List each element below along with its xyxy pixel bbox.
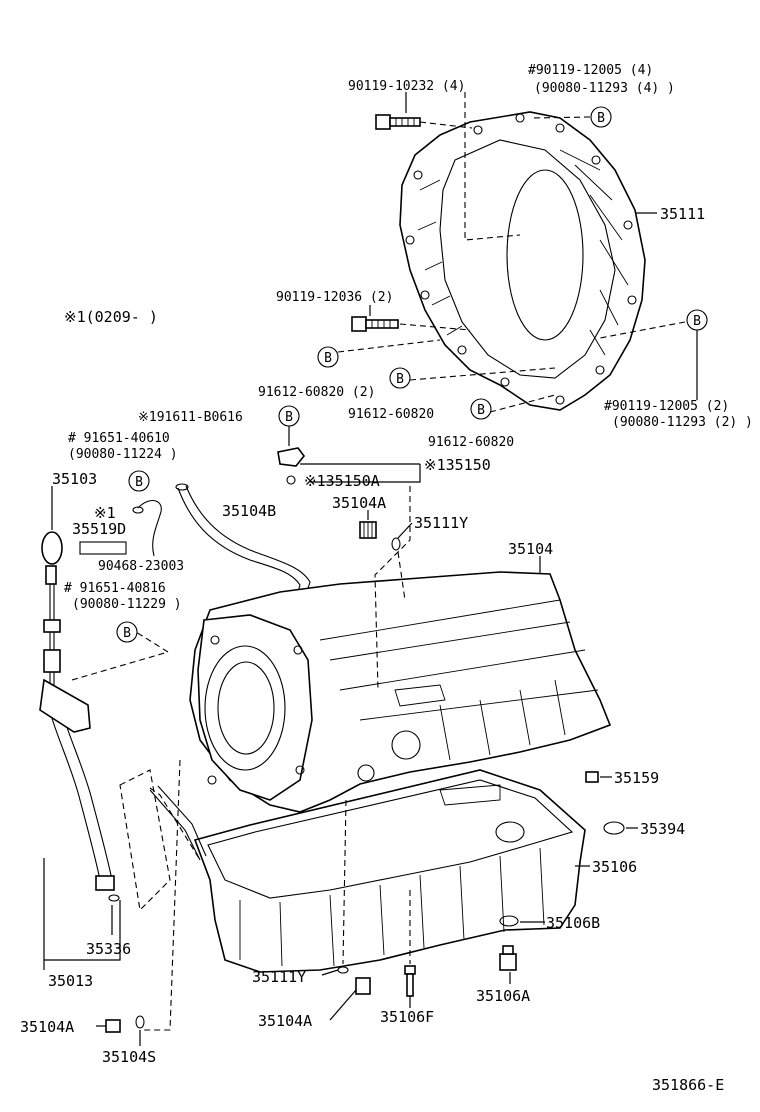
ref-circle-b-icon: B xyxy=(317,346,339,368)
part-label: (90080-11224 ) xyxy=(68,447,178,462)
part-label: ※135150 xyxy=(424,456,491,474)
transmission-case-drawing xyxy=(189,571,612,813)
ref-circle-b-icon: B xyxy=(389,367,411,389)
sensor-icon xyxy=(277,447,306,485)
label-plate xyxy=(79,541,127,555)
part-label: 91612-60820 xyxy=(348,407,434,422)
part-label: # 91651-40816 xyxy=(64,581,166,596)
part-label: 35111 xyxy=(660,205,705,223)
part-label: (90080-11293 (4) ) xyxy=(534,81,675,96)
part-label: 35336 xyxy=(86,940,131,958)
part-label: (90080-11293 (2) ) xyxy=(612,415,753,430)
diagram-code: 351866-E xyxy=(652,1076,724,1094)
part-label: 35106B xyxy=(546,914,600,932)
o-ring-icon xyxy=(135,1015,145,1029)
part-label: ※135150A xyxy=(304,472,380,490)
part-label: 91612-60820 (2) xyxy=(258,385,375,400)
ref-circle-b-icon: B xyxy=(470,398,492,420)
part-label: 35106F xyxy=(380,1008,434,1026)
part-label: 35106A xyxy=(476,987,530,1005)
part-label: (90080-11229 ) xyxy=(72,597,182,612)
drain-plug-icon xyxy=(499,945,517,971)
part-label: 35106 xyxy=(592,858,637,876)
bolt-icon xyxy=(404,965,416,997)
svg-text:B: B xyxy=(285,410,293,425)
plug-icon xyxy=(105,1019,121,1033)
o-ring-icon xyxy=(603,821,625,835)
bolt-icon xyxy=(351,316,399,332)
ref-circle-b-icon: B xyxy=(128,470,150,492)
part-label: 35111Y xyxy=(414,514,468,532)
bolt-icon xyxy=(585,771,599,783)
svg-text:B: B xyxy=(396,372,404,387)
part-label: 35519D xyxy=(72,520,126,538)
bolt-icon xyxy=(375,114,421,130)
part-label: 90119-12036 (2) xyxy=(276,290,393,305)
ref-circle-b-icon: B xyxy=(590,106,612,128)
gasket-icon xyxy=(499,915,519,927)
part-label: # 91651-40610 xyxy=(68,431,170,446)
part-label: 35159 xyxy=(614,769,659,787)
part-label: 35104B xyxy=(222,502,276,520)
drain-pipe-icon xyxy=(149,785,207,861)
filler-tube-drawing xyxy=(39,678,120,902)
part-label: 35103 xyxy=(52,470,97,488)
part-label: 35104S xyxy=(102,1048,156,1066)
plug-icon xyxy=(355,977,371,995)
part-label: 35013 xyxy=(48,972,93,990)
svg-text:B: B xyxy=(477,403,485,418)
oil-pipe-drawing xyxy=(175,483,311,599)
ref-circle-b-icon: B xyxy=(686,309,708,331)
svg-text:B: B xyxy=(324,351,332,366)
o-ring-icon xyxy=(337,966,349,974)
oil-pan-drawing xyxy=(193,769,586,973)
svg-text:B: B xyxy=(135,475,143,490)
part-label: 91612-60820 xyxy=(428,435,514,450)
ref-circle-b-icon: B xyxy=(116,621,138,643)
part-label: #90119-12005 (4) xyxy=(528,63,653,78)
part-label: 35104A xyxy=(332,494,386,512)
part-label: ※191611-B0616 xyxy=(138,410,243,425)
note-ref-label: ※1 xyxy=(94,504,116,522)
clamp-icon xyxy=(132,500,162,557)
o-ring-icon xyxy=(391,537,401,551)
part-label: 35104A xyxy=(20,1018,74,1036)
part-label: #90119-12005 (2) xyxy=(604,399,729,414)
part-label: 90468-23003 xyxy=(98,559,184,574)
level-gauge-drawing xyxy=(41,531,63,690)
part-label: 35394 xyxy=(640,820,685,838)
svg-text:B: B xyxy=(693,314,701,329)
part-label: 35104 xyxy=(508,540,553,558)
part-label: 35104A xyxy=(258,1012,312,1030)
part-label: 35111Y xyxy=(252,968,306,986)
note-label: ※1(0209- ) xyxy=(64,308,158,326)
svg-text:B: B xyxy=(123,626,131,641)
converter-housing-drawing xyxy=(399,111,646,411)
svg-text:B: B xyxy=(597,111,605,126)
plug-icon xyxy=(359,521,377,539)
ref-circle-b-icon: B xyxy=(278,405,300,427)
part-label: 90119-10232 (4) xyxy=(348,79,465,94)
